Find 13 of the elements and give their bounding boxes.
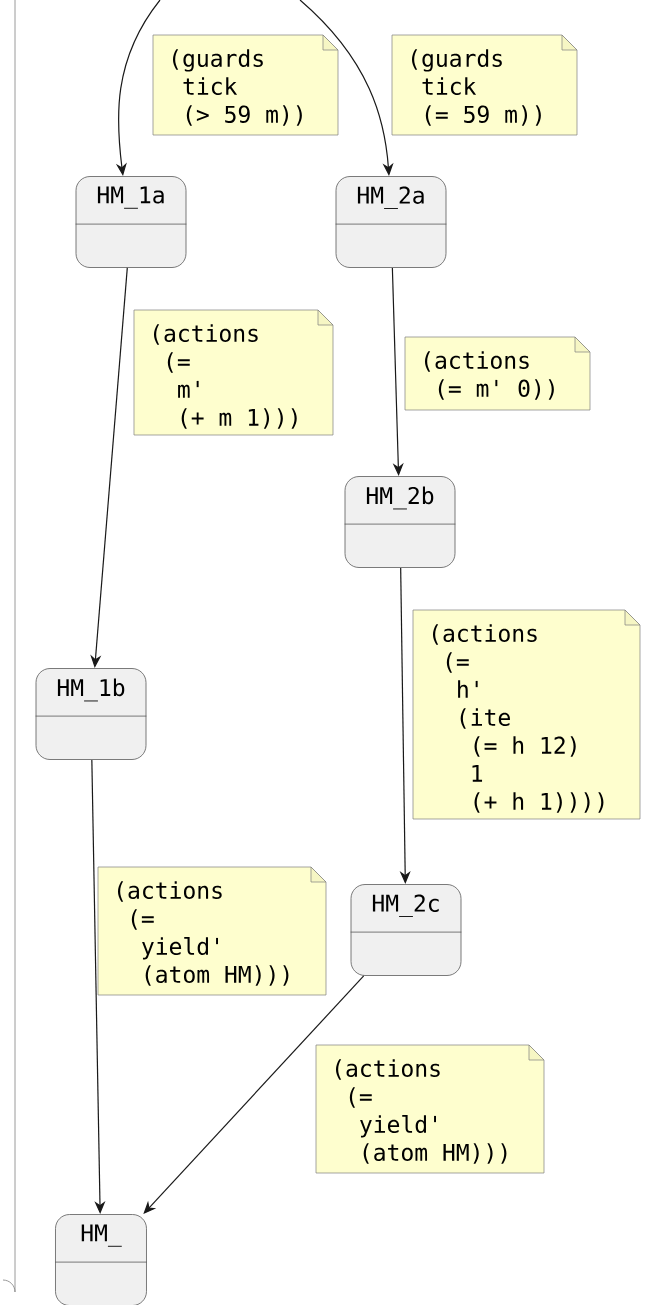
note-label: (actions (= h' (ite (= h 12) 1 (+ h 1)))) <box>412 609 641 820</box>
note-label: (actions (= yield' (atom HM))) <box>97 866 327 996</box>
note-label: (guards tick (= 59 m)) <box>391 34 578 136</box>
state-box: HM_ <box>54 1214 148 1305</box>
state-box: HM_2b <box>344 476 456 568</box>
note-label: (actions (= yield' (atom HM))) <box>315 1044 545 1174</box>
state-box: HM_2c <box>350 884 462 976</box>
state-box: HM_1a <box>75 176 187 268</box>
note-label: (guards tick (> 59 m)) <box>152 34 339 136</box>
note-label: (actions (= m' 0)) <box>404 336 591 411</box>
state-box: HM_1b <box>35 668 147 760</box>
state-box: HM_2a <box>335 176 447 268</box>
note-label: (actions (= m' (+ m 1))) <box>133 309 334 436</box>
